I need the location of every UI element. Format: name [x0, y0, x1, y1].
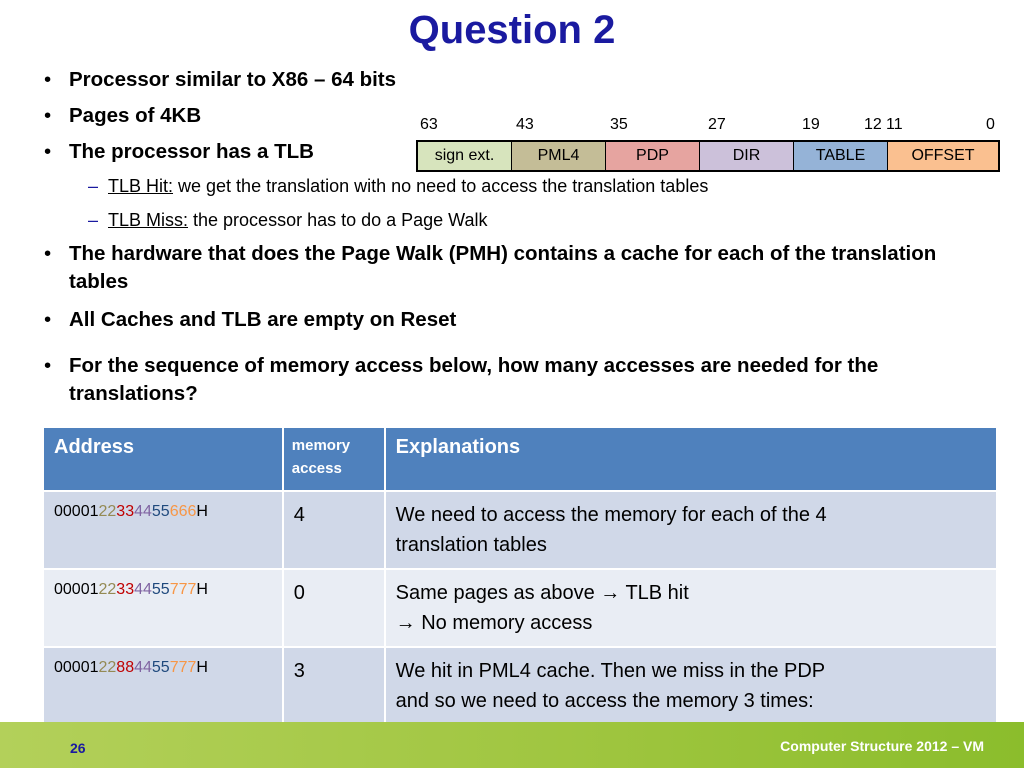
address-segment: 22: [98, 503, 117, 520]
bit-number: 35: [610, 116, 628, 133]
bullet-pages: • Pages of 4KB: [44, 102, 984, 130]
address-segment: 55: [151, 659, 170, 676]
explanation-line: We need to access the memory for each of…: [395, 504, 827, 526]
field-pdp: PDP: [606, 142, 700, 170]
bullet-dot-icon: •: [44, 140, 52, 163]
slide-title: Question 2: [408, 8, 616, 52]
address-bit-diagram: 63 43 35 27 19 12 11 0 sign ext. PML4 PD…: [416, 116, 1002, 176]
bit-number: 11: [886, 116, 903, 133]
bullet-text: All Caches and TLB are empty on Reset: [69, 308, 457, 331]
field-offset: OFFSET: [888, 142, 998, 170]
bullet-reset: • All Caches and TLB are empty on Reset: [44, 306, 984, 334]
page-number: 26: [70, 740, 86, 756]
explanation-line: Same pages as above → TLB hit: [395, 582, 689, 604]
explanation-cell: Same pages as above → TLB hit → No memory…: [383, 568, 999, 648]
sub-bullet-label: TLB Miss:: [108, 210, 189, 230]
bullet-dot-icon: •: [44, 104, 52, 127]
bullet-text: The processor has a TLB: [69, 140, 314, 163]
bit-number: 12: [864, 116, 882, 133]
address-segment: 777: [169, 659, 197, 676]
memory-access-cell: 4: [281, 490, 386, 570]
address-fields: sign ext. PML4 PDP DIR TABLE OFFSET: [416, 140, 1000, 172]
address-segment: 777: [169, 581, 197, 598]
bullet-dot-icon: •: [44, 68, 52, 91]
address-segment: 00001: [54, 503, 99, 520]
access-table: Address memory access Explanations 00001…: [42, 426, 999, 756]
dash-icon: –: [88, 210, 99, 230]
address-segment: 44: [134, 659, 152, 676]
bullet-processor: • Processor similar to X86 – 64 bits: [44, 66, 984, 94]
table-header-row: Address memory access Explanations: [42, 426, 999, 492]
address-segment: 44: [134, 581, 152, 598]
footer-bar: [0, 722, 1024, 768]
address-segment: 88: [116, 659, 135, 676]
header-address: Address: [42, 426, 284, 492]
bit-number: 27: [708, 116, 726, 133]
bit-number: 19: [802, 116, 820, 133]
address-segment: 00001: [54, 581, 99, 598]
sub-bullet-text: we get the translation with no need to a…: [173, 176, 709, 196]
address-segment: 666: [169, 503, 197, 520]
explanation-cell: We need to access the memory for each of…: [383, 490, 999, 570]
bullet-text: The hardware that does the Page Walk (PM…: [69, 242, 937, 293]
address-segment: 55: [151, 581, 170, 598]
address-segment: 33: [116, 503, 135, 520]
sub-bullet-label: TLB Hit:: [108, 176, 174, 196]
memory-access-cell: 0: [281, 568, 386, 648]
address-cell: 0000122334455666H: [42, 490, 284, 570]
address-segment: 22: [98, 581, 117, 598]
field-sign-ext: sign ext.: [418, 142, 512, 170]
bullet-text: Processor similar to X86 – 64 bits: [69, 68, 397, 91]
explanation-line: and so we need to access the memory 3 ti…: [395, 690, 814, 712]
bit-number: 0: [986, 116, 995, 133]
header-explanations: Explanations: [383, 426, 999, 492]
header-memory-access: memory access: [281, 426, 386, 492]
explanation-line: We hit in PML4 cache. Then we miss in th…: [395, 660, 826, 682]
sub-bullet-tlb-miss: –TLB Miss: the processor has to do a Pag…: [88, 208, 488, 232]
bullet-dot-icon: •: [44, 242, 52, 265]
address-segment: 44: [134, 503, 152, 520]
sub-bullet-tlb-hit: –TLB Hit: we get the translation with no…: [88, 174, 708, 198]
address-segment: 33: [116, 581, 135, 598]
bullet-text: For the sequence of memory access below,…: [69, 354, 879, 405]
bullet-sequence: • For the sequence of memory access belo…: [44, 352, 984, 408]
address-segment: 22: [98, 659, 117, 676]
address-segment: 55: [151, 503, 170, 520]
footer-text: Computer Structure 2012 – VM: [780, 738, 984, 754]
bullet-pmh: • The hardware that does the Page Walk (…: [44, 240, 984, 296]
address-segment: H: [196, 503, 208, 520]
field-dir: DIR: [700, 142, 794, 170]
bullet-dot-icon: •: [44, 308, 52, 331]
bit-number: 43: [516, 116, 534, 133]
field-pml4: PML4: [512, 142, 606, 170]
field-table: TABLE: [794, 142, 888, 170]
address-segment: H: [196, 659, 208, 676]
bit-number: 63: [420, 116, 438, 133]
address-segment: 00001: [54, 659, 99, 676]
address-segment: H: [196, 581, 208, 598]
explanation-line: translation tables: [395, 534, 547, 556]
dash-icon: –: [88, 176, 99, 196]
bullet-dot-icon: •: [44, 354, 52, 377]
explanation-line: → No memory access: [395, 612, 593, 634]
bullet-text: Pages of 4KB: [69, 104, 202, 127]
address-cell: 0000122334455777H: [42, 568, 284, 648]
bullet-tlb: • The processor has a TLB: [44, 138, 384, 166]
sub-bullet-text: the processor has to do a Page Walk: [188, 210, 488, 230]
